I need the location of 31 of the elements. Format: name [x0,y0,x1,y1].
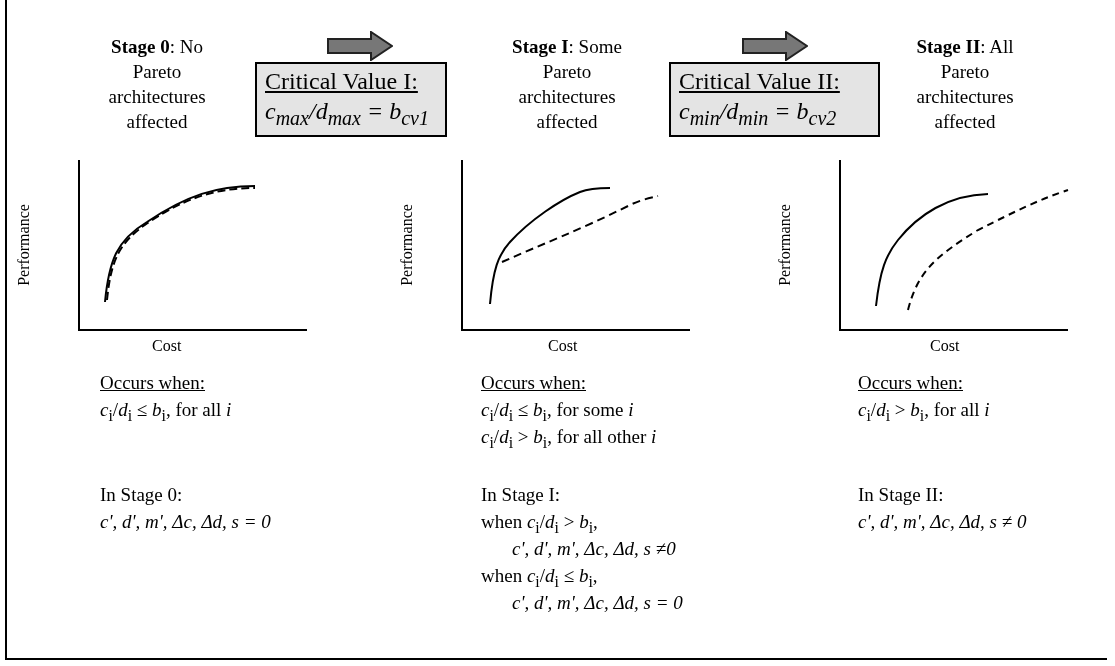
box-title: Critical Value II: [679,67,841,96]
axis-label: Cost [930,336,960,356]
stage-heading: Stage II: All Pareto architectures affected [915,35,1015,134]
formula: c', d', m', Δc, Δd, s = 0 [512,591,683,615]
condition-formula: c$_{i}$/d$_{i}$ > b$_{i}$, for all other i [481,425,657,453]
formula: c', d', m', Δc, Δd, s ≠0 [512,537,676,561]
axis-label: Cost [152,336,182,356]
formula: c', d', m', Δc, Δd, s = 0 [100,510,271,534]
condition-formula: c$_{i}$/d$_{i}$ ≤ b$_{i}$, for some i [481,398,634,426]
condition-formula: c$_{i}$/d$_{i}$ ≤ b$_{i}$, for all i [100,398,232,426]
formula: c$_{min}$/d$_{min}$ = b$_{cv2}$ [679,97,838,131]
condition-formula: c$_{i}$/d$_{i}$ > b$_{i}$, for all i [858,398,990,426]
axis-label: Cost [548,336,578,356]
formula: when c$_{i}$/d$_{i}$ > b$_{i}$, [481,510,598,538]
stage-heading: Stage I: Some Pareto architectures affected [511,35,623,134]
formula: when c$_{i}$/d$_{i}$ ≤ b$_{i}$, [481,564,598,592]
condition-heading: Occurs when: [100,371,205,395]
stage-heading: In Stage II: [858,483,944,507]
stage-heading: Stage 0: No Pareto architectures affected [107,35,207,134]
axis-label: Performance [14,204,34,286]
axis-label: Performance [775,204,795,286]
axis-label: Performance [397,204,417,286]
box-title: Critical Value I: [265,67,419,96]
critical-value-box [669,62,880,137]
stage-heading: In Stage I: [481,483,561,507]
stage-heading: In Stage 0: [100,483,183,507]
condition-heading: Occurs when: [481,371,586,395]
critical-value-box [255,62,447,137]
formula: c$_{max}$/d$_{max}$ = b$_{cv1}$ [265,97,430,131]
formula: c', d', m', Δc, Δd, s ≠ 0 [858,510,1027,534]
condition-heading: Occurs when: [858,371,963,395]
